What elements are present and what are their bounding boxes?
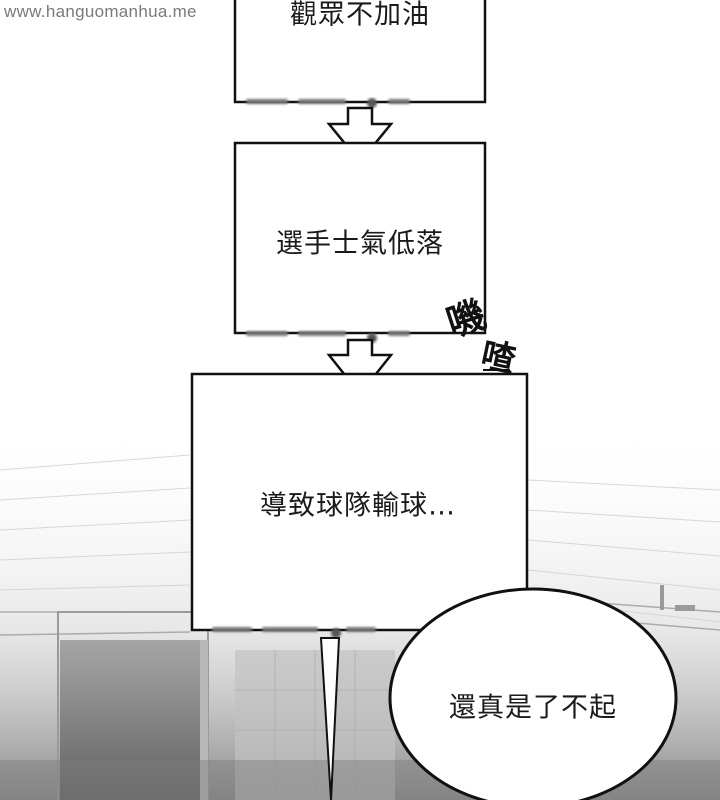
speech-bubble [388,587,678,800]
narration-box-3 [190,372,529,638]
narration-box-1 [233,0,487,108]
narration-box-2 [233,141,487,343]
watermark-text: www.hanguomanhua.me [4,2,197,21]
caption-box-2: 選手士氣低落 [276,228,444,260]
speech-bubble-text: 還真是了不起 [449,692,617,724]
caption-box-3: 導致球隊輸球… [260,490,456,522]
arrow-tail-long [319,637,341,800]
torn-edge-1 [246,98,410,108]
torn-edge-3 [212,627,376,638]
caption-box-1: 觀眾不加油 [290,0,430,31]
